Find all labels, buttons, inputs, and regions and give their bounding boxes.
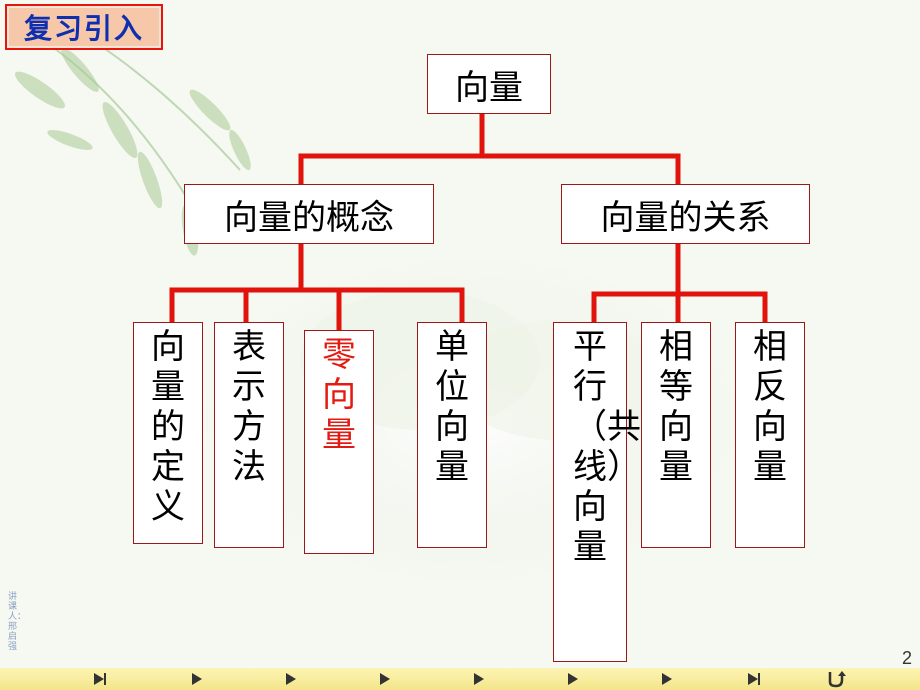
- nav-last-icon[interactable]: [746, 672, 762, 686]
- branch-node-relation: 向量的关系: [561, 184, 810, 244]
- leaf-node-definition: 向量的定义: [133, 322, 203, 544]
- nav-next-icon[interactable]: [378, 672, 392, 686]
- leaf-node-zero-label: 零向量: [322, 335, 356, 455]
- nav-skip-icon[interactable]: [566, 672, 580, 686]
- leaf-node-equal: 相等向量: [641, 322, 711, 548]
- nav-forward-icon[interactable]: [472, 672, 486, 686]
- leaf-node-zero: 零向量: [304, 330, 374, 554]
- branch-node-concept: 向量的概念: [184, 184, 434, 244]
- lecturer-credit: 讲课人：邢启强: [8, 592, 27, 652]
- nav-play-icon[interactable]: [284, 672, 298, 686]
- section-tag: 复习引入: [5, 4, 163, 50]
- leaf-node-parallel-label: 平行（共线）向量: [573, 327, 641, 567]
- branch-node-relation-label: 向量的关系: [600, 197, 771, 238]
- return-icon[interactable]: [826, 670, 848, 688]
- leaf-node-definition-label: 向量的定义: [151, 327, 185, 527]
- root-node-label: 向量: [455, 67, 523, 108]
- section-tag-label: 复习引入: [7, 6, 161, 48]
- leaf-node-unit-label: 单位向量: [435, 327, 469, 487]
- leaf-node-representation-label: 表示方法: [232, 327, 266, 487]
- root-node: 向量: [427, 54, 551, 114]
- page-number: 2: [901, 648, 912, 668]
- leaf-node-representation: 表示方法: [214, 322, 284, 548]
- leaf-node-opposite: 相反向量: [735, 322, 805, 548]
- slide-nav-bar: [0, 668, 920, 690]
- branch-node-concept-label: 向量的概念: [224, 197, 394, 238]
- leaf-node-unit: 单位向量: [417, 322, 487, 548]
- nav-jump-icon[interactable]: [660, 672, 674, 686]
- nav-prev-icon[interactable]: [190, 672, 204, 686]
- leaf-node-opposite-label: 相反向量: [753, 327, 787, 487]
- nav-first-icon[interactable]: [92, 672, 108, 686]
- leaf-node-parallel: 平行（共线）向量: [553, 322, 641, 662]
- leaf-node-equal-label: 相等向量: [659, 327, 693, 487]
